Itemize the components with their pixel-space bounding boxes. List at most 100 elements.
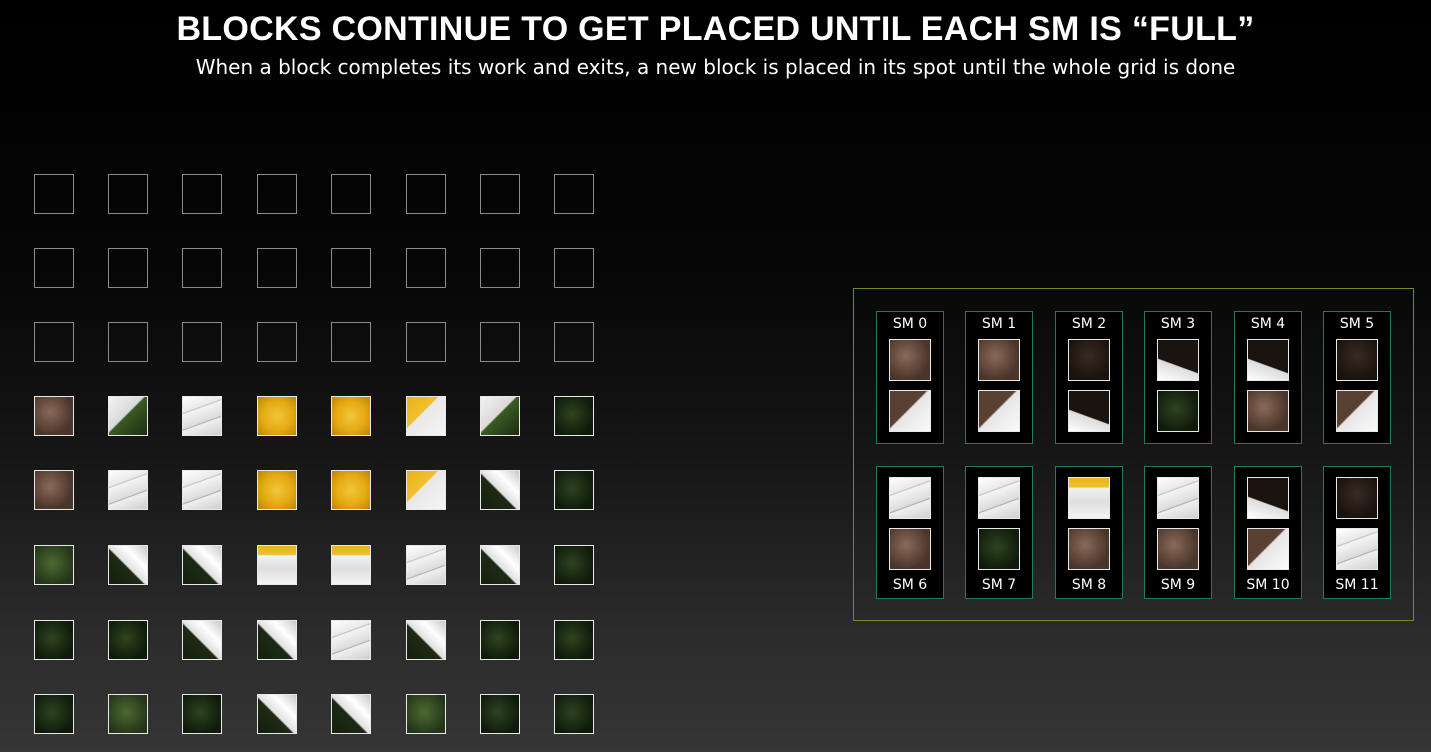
sm-label: SM 8 xyxy=(1071,577,1107,593)
empty-block-slot xyxy=(406,248,446,288)
sm-label: SM 5 xyxy=(1339,316,1375,332)
resident-block xyxy=(978,528,1020,570)
empty-block-slot xyxy=(331,174,371,214)
thread-block xyxy=(34,396,74,436)
sm-label: SM 4 xyxy=(1250,316,1286,332)
empty-block-slot xyxy=(554,248,594,288)
empty-block-slot xyxy=(480,174,520,214)
empty-block-slot xyxy=(554,174,594,214)
thread-block xyxy=(182,396,222,436)
empty-block-slot xyxy=(108,248,148,288)
thread-block xyxy=(406,620,446,660)
thread-block xyxy=(406,545,446,585)
slide-subtitle: When a block completes its work and exit… xyxy=(195,55,1236,79)
resident-block xyxy=(1157,528,1199,570)
thread-block xyxy=(182,470,222,510)
sm-unit: SM 7 xyxy=(965,466,1033,599)
thread-block xyxy=(480,396,520,436)
thread-block xyxy=(257,396,297,436)
thread-block xyxy=(257,694,297,734)
sm-unit: SM 5 xyxy=(1323,311,1391,444)
resident-block xyxy=(1157,339,1199,381)
sm-label: SM 0 xyxy=(892,316,928,332)
resident-block xyxy=(1336,477,1378,519)
empty-block-slot xyxy=(182,174,222,214)
empty-block-slot xyxy=(34,174,74,214)
thread-block xyxy=(257,620,297,660)
empty-block-slot xyxy=(406,174,446,214)
resident-block xyxy=(1247,477,1289,519)
empty-block-slot xyxy=(182,322,222,362)
sm-label: SM 6 xyxy=(892,577,928,593)
thread-block xyxy=(480,470,520,510)
empty-block-slot xyxy=(257,248,297,288)
sm-label: SM 7 xyxy=(981,577,1017,593)
resident-block xyxy=(978,477,1020,519)
resident-block xyxy=(1247,528,1289,570)
sm-label: SM 9 xyxy=(1160,577,1196,593)
thread-block xyxy=(108,470,148,510)
sm-label: SM 10 xyxy=(1246,577,1290,593)
empty-block-slot xyxy=(108,322,148,362)
thread-block xyxy=(257,545,297,585)
resident-block xyxy=(1336,528,1378,570)
sm-unit: SM 3 xyxy=(1144,311,1212,444)
sm-unit: SM 0 xyxy=(876,311,944,444)
sm-unit: SM 8 xyxy=(1055,466,1123,599)
empty-block-slot xyxy=(331,248,371,288)
thread-block xyxy=(108,620,148,660)
resident-block xyxy=(1157,477,1199,519)
empty-block-slot xyxy=(34,322,74,362)
resident-block xyxy=(889,528,931,570)
empty-block-slot xyxy=(182,248,222,288)
thread-block xyxy=(331,620,371,660)
resident-block xyxy=(1068,528,1110,570)
thread-block xyxy=(554,470,594,510)
sm-unit: SM 10 xyxy=(1234,466,1302,599)
thread-block xyxy=(331,545,371,585)
resident-block xyxy=(1068,477,1110,519)
sm-unit: SM 9 xyxy=(1144,466,1212,599)
sm-unit: SM 6 xyxy=(876,466,944,599)
resident-block xyxy=(1247,339,1289,381)
sm-label: SM 11 xyxy=(1335,577,1379,593)
empty-block-slot xyxy=(331,322,371,362)
thread-block xyxy=(554,620,594,660)
resident-block xyxy=(1068,339,1110,381)
thread-block xyxy=(34,694,74,734)
thread-block xyxy=(331,470,371,510)
empty-block-slot xyxy=(480,248,520,288)
thread-block xyxy=(554,694,594,734)
empty-block-slot xyxy=(257,174,297,214)
empty-block-slot xyxy=(108,174,148,214)
thread-block xyxy=(406,396,446,436)
thread-block xyxy=(480,620,520,660)
resident-block xyxy=(978,339,1020,381)
empty-block-slot xyxy=(257,322,297,362)
empty-block-slot xyxy=(554,322,594,362)
resident-block xyxy=(889,339,931,381)
thread-block xyxy=(108,694,148,734)
resident-block xyxy=(889,390,931,432)
thread-block xyxy=(108,396,148,436)
resident-block xyxy=(1157,390,1199,432)
thread-block xyxy=(554,545,594,585)
thread-block xyxy=(34,470,74,510)
thread-block xyxy=(34,545,74,585)
sm-unit: SM 4 xyxy=(1234,311,1302,444)
sm-label: SM 3 xyxy=(1160,316,1196,332)
resident-block xyxy=(1068,390,1110,432)
slide-title: BLOCKS CONTINUE TO GET PLACED UNTIL EACH… xyxy=(176,10,1255,48)
thread-block xyxy=(182,694,222,734)
empty-block-slot xyxy=(406,322,446,362)
empty-block-slot xyxy=(480,322,520,362)
thread-block xyxy=(406,470,446,510)
sm-unit: SM 1 xyxy=(965,311,1033,444)
thread-block xyxy=(108,545,148,585)
thread-block xyxy=(182,620,222,660)
thread-block xyxy=(257,470,297,510)
resident-block xyxy=(1336,339,1378,381)
resident-block xyxy=(1247,390,1289,432)
thread-block xyxy=(480,545,520,585)
empty-block-slot xyxy=(34,248,74,288)
